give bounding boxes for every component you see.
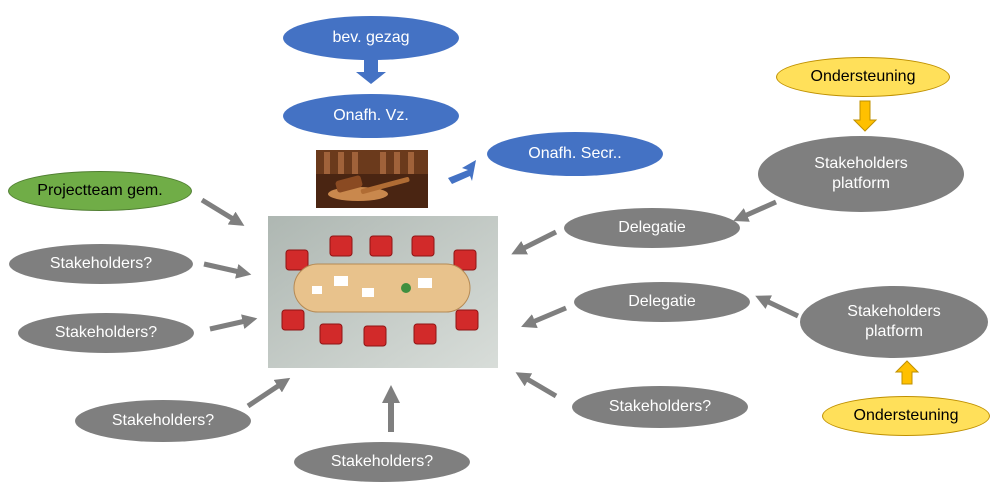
node-stakeholders-bottom-label: Stakeholders? — [330, 453, 434, 470]
node-projectteam-label: Projectteam gem. — [37, 182, 163, 199]
arrows-layer — [200, 60, 920, 432]
arrow-platform-1-to-delegatie — [733, 199, 778, 222]
node-onafh-secr: Onafh. Secr.. — [487, 132, 663, 176]
arrow-ondersteuning-1 — [852, 100, 878, 132]
arrow-stakeholders-left-1 — [203, 261, 252, 279]
node-bev-gezag-label: bev. gezag — [332, 29, 410, 46]
meeting-table-photo — [268, 216, 498, 368]
node-stakeholders-platform-1-label: Stakeholders platform — [814, 155, 908, 192]
node-stakeholders-right-bottom-label: Stakeholders? — [608, 398, 712, 415]
node-ondersteuning-top-label: Ondersteuning — [810, 68, 916, 85]
node-delegatie-1-label: Delegatie — [618, 219, 686, 236]
node-stakeholders-left-2: Stakeholders? — [18, 313, 194, 353]
node-ondersteuning-top: Ondersteuning — [776, 57, 950, 97]
arrow-delegatie-2 — [521, 305, 567, 329]
node-stakeholders-platform-2: Stakeholders platform — [800, 286, 988, 358]
node-stakeholders-platform-2-label: Stakeholders platform — [847, 303, 941, 340]
gavel-photo — [316, 150, 428, 208]
arrow-stakeholders-right-bottom — [515, 372, 558, 399]
node-onafh-secr-label: Onafh. Secr.. — [528, 145, 622, 162]
arrow-projectteam — [200, 197, 245, 226]
arrow-ondersteuning-2 — [894, 360, 920, 385]
node-stakeholders-platform-1: Stakeholders platform — [758, 136, 964, 212]
node-stakeholders-bottom-left: Stakeholders? — [75, 400, 251, 442]
arrow-platform-2-to-delegatie — [755, 295, 800, 319]
node-ondersteuning-bottom: Ondersteuning — [822, 396, 990, 436]
node-stakeholders-bottom: Stakeholders? — [294, 442, 470, 482]
arrow-secr-to-gavel — [448, 160, 476, 184]
node-stakeholders-bottom-left-label: Stakeholders? — [111, 412, 215, 429]
node-stakeholders-right-bottom: Stakeholders? — [572, 386, 748, 428]
node-ondersteuning-bottom-label: Ondersteuning — [853, 407, 959, 424]
arrow-delegatie-1 — [511, 229, 558, 255]
node-projectteam-gem: Projectteam gem. — [8, 171, 192, 211]
arrow-stakeholders-bottom-left — [246, 377, 291, 409]
node-stakeholders-left-1: Stakeholders? — [9, 244, 193, 284]
node-delegatie-2: Delegatie — [574, 282, 750, 322]
node-delegatie-1: Delegatie — [564, 208, 740, 248]
node-stakeholders-left-1-label: Stakeholders? — [49, 255, 153, 272]
node-stakeholders-left-2-label: Stakeholders? — [54, 324, 158, 341]
node-delegatie-2-label: Delegatie — [628, 293, 696, 310]
node-bev-gezag: bev. gezag — [283, 16, 459, 60]
node-onafh-vz: Onafh. Vz. — [283, 94, 459, 138]
node-onafh-vz-label: Onafh. Vz. — [333, 107, 409, 124]
diagram-canvas: bev. gezag Onafh. Vz. Onafh. Secr.. — [8, 16, 990, 482]
arrow-stakeholders-left-2 — [209, 314, 258, 332]
arrow-bev-to-vz — [356, 60, 386, 84]
